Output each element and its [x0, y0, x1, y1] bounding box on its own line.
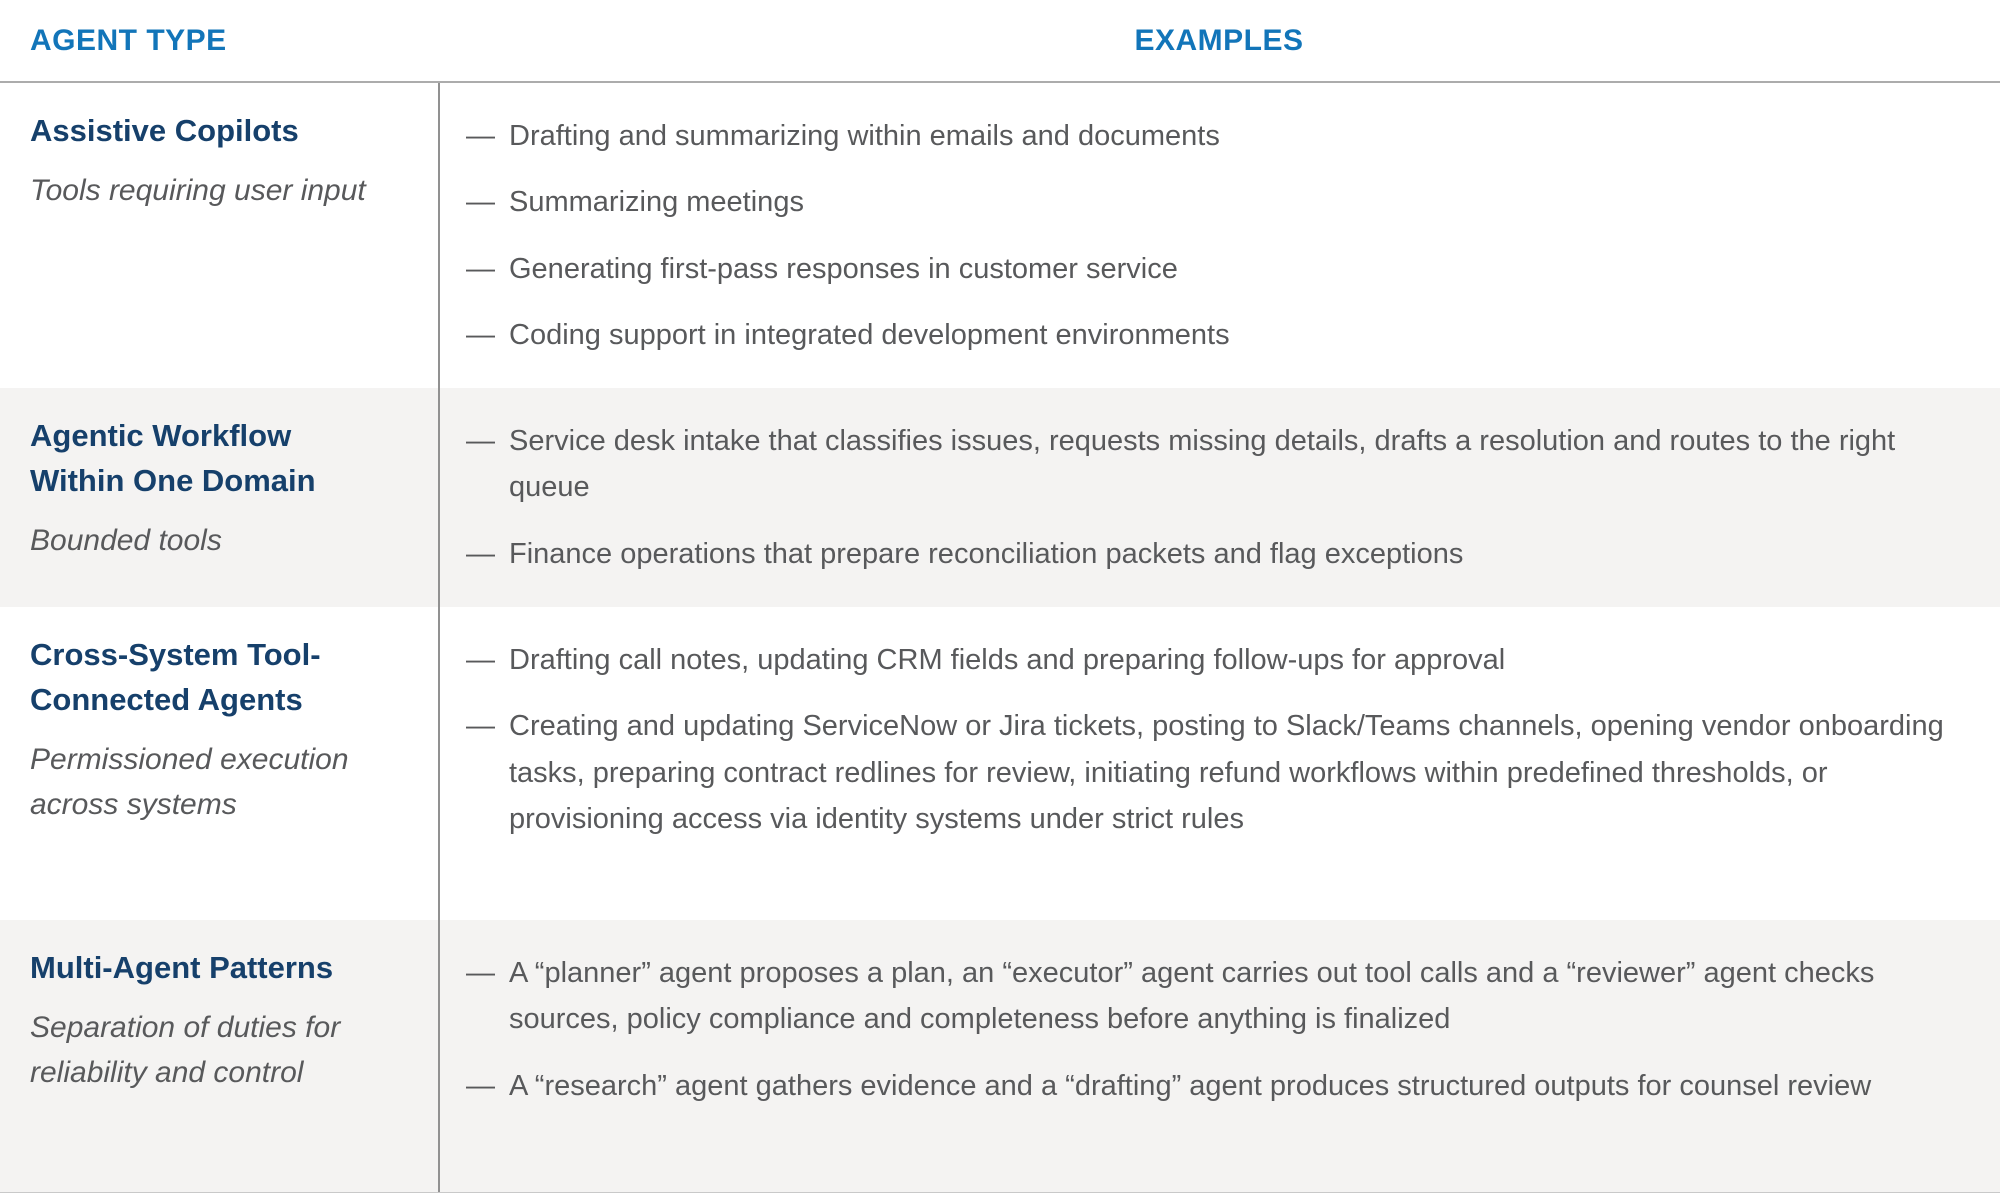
example-item: — Generating first-pass responses in cus… [466, 246, 1956, 292]
dash-bullet: — [466, 1069, 495, 1102]
agent-type-cell: Cross-System Tool-Connected Agents Permi… [0, 607, 438, 920]
agent-type-subtitle: Tools requiring user input [30, 173, 366, 207]
dash-bullet: — [466, 710, 495, 743]
examples-cell: — Service desk intake that classifies is… [438, 388, 2000, 607]
dash-bullet: — [466, 252, 495, 285]
example-item: — Finance operations that prepare reconc… [466, 531, 1956, 577]
example-text: Drafting call notes, updating CRM fields… [509, 644, 1506, 676]
agent-type-title: Cross-System Tool-Connected Agents [30, 637, 321, 717]
example-item: — Summarizing meetings [466, 179, 1956, 225]
example-item: — A “research” agent gathers evidence an… [466, 1063, 1956, 1109]
agent-type-title: Multi-Agent Patterns [30, 950, 334, 985]
example-item: — Drafting and summarizing within emails… [466, 113, 1956, 159]
examples-cell: — Drafting and summarizing within emails… [438, 83, 2000, 388]
example-text: Creating and updating ServiceNow or Jira… [509, 710, 1944, 836]
table-row-assistive-copilots: Assistive Copilots Tools requiring user … [0, 83, 2000, 388]
example-text: Coding support in integrated development… [509, 319, 1230, 352]
example-text: Generating first-pass responses in custo… [509, 252, 1178, 285]
table-row-cross-system-agents: Cross-System Tool-Connected Agents Permi… [0, 607, 2000, 920]
agent-type-subtitle: Permissioned execution across systems [30, 742, 349, 821]
dash-bullet: — [466, 319, 495, 352]
column-header-agent-type: AGENT TYPE [30, 23, 227, 57]
table-header-row: AGENT TYPE EXAMPLES [0, 0, 2000, 83]
example-text: A “research” agent gathers evidence and … [509, 1069, 1872, 1102]
dash-bullet: — [466, 644, 495, 676]
dash-bullet: — [466, 186, 495, 219]
agent-type-title: Agentic Workflow Within One Domain [30, 418, 316, 498]
agent-type-subtitle: Separation of duties for reliability and… [30, 1010, 341, 1089]
example-item: — Creating and updating ServiceNow or Ji… [466, 703, 1956, 842]
table-row-multi-agent-patterns: Multi-Agent Patterns Separation of dutie… [0, 920, 2000, 1192]
dash-bullet: — [466, 425, 495, 457]
agent-type-cell: Assistive Copilots Tools requiring user … [0, 83, 438, 388]
example-text: Service desk intake that classifies issu… [509, 425, 1896, 504]
agent-type-title: Assistive Copilots [30, 113, 299, 148]
examples-cell: — Drafting call notes, updating CRM fiel… [438, 607, 2000, 920]
column-header-examples: EXAMPLES [1134, 23, 1304, 57]
example-item: — Drafting call notes, updating CRM fiel… [466, 637, 1956, 683]
table-row-agentic-workflow: Agentic Workflow Within One Domain Bound… [0, 388, 2000, 607]
example-text: Drafting and summarizing within emails a… [509, 120, 1220, 152]
example-text: Summarizing meetings [509, 186, 804, 219]
agent-type-cell: Multi-Agent Patterns Separation of dutie… [0, 920, 438, 1192]
dash-bullet: — [466, 120, 495, 152]
examples-cell: — A “planner” agent proposes a plan, an … [438, 920, 2000, 1192]
example-item: — Service desk intake that classifies is… [466, 418, 1956, 511]
example-text: Finance operations that prepare reconcil… [509, 537, 1464, 570]
dash-bullet: — [466, 957, 495, 989]
agent-type-cell: Agentic Workflow Within One Domain Bound… [0, 388, 438, 607]
example-item: — A “planner” agent proposes a plan, an … [466, 950, 1956, 1043]
example-item: — Coding support in integrated developme… [466, 312, 1956, 358]
example-text: A “planner” agent proposes a plan, an “e… [509, 957, 1875, 1036]
agent-type-subtitle: Bounded tools [30, 523, 222, 557]
dash-bullet: — [466, 537, 495, 570]
